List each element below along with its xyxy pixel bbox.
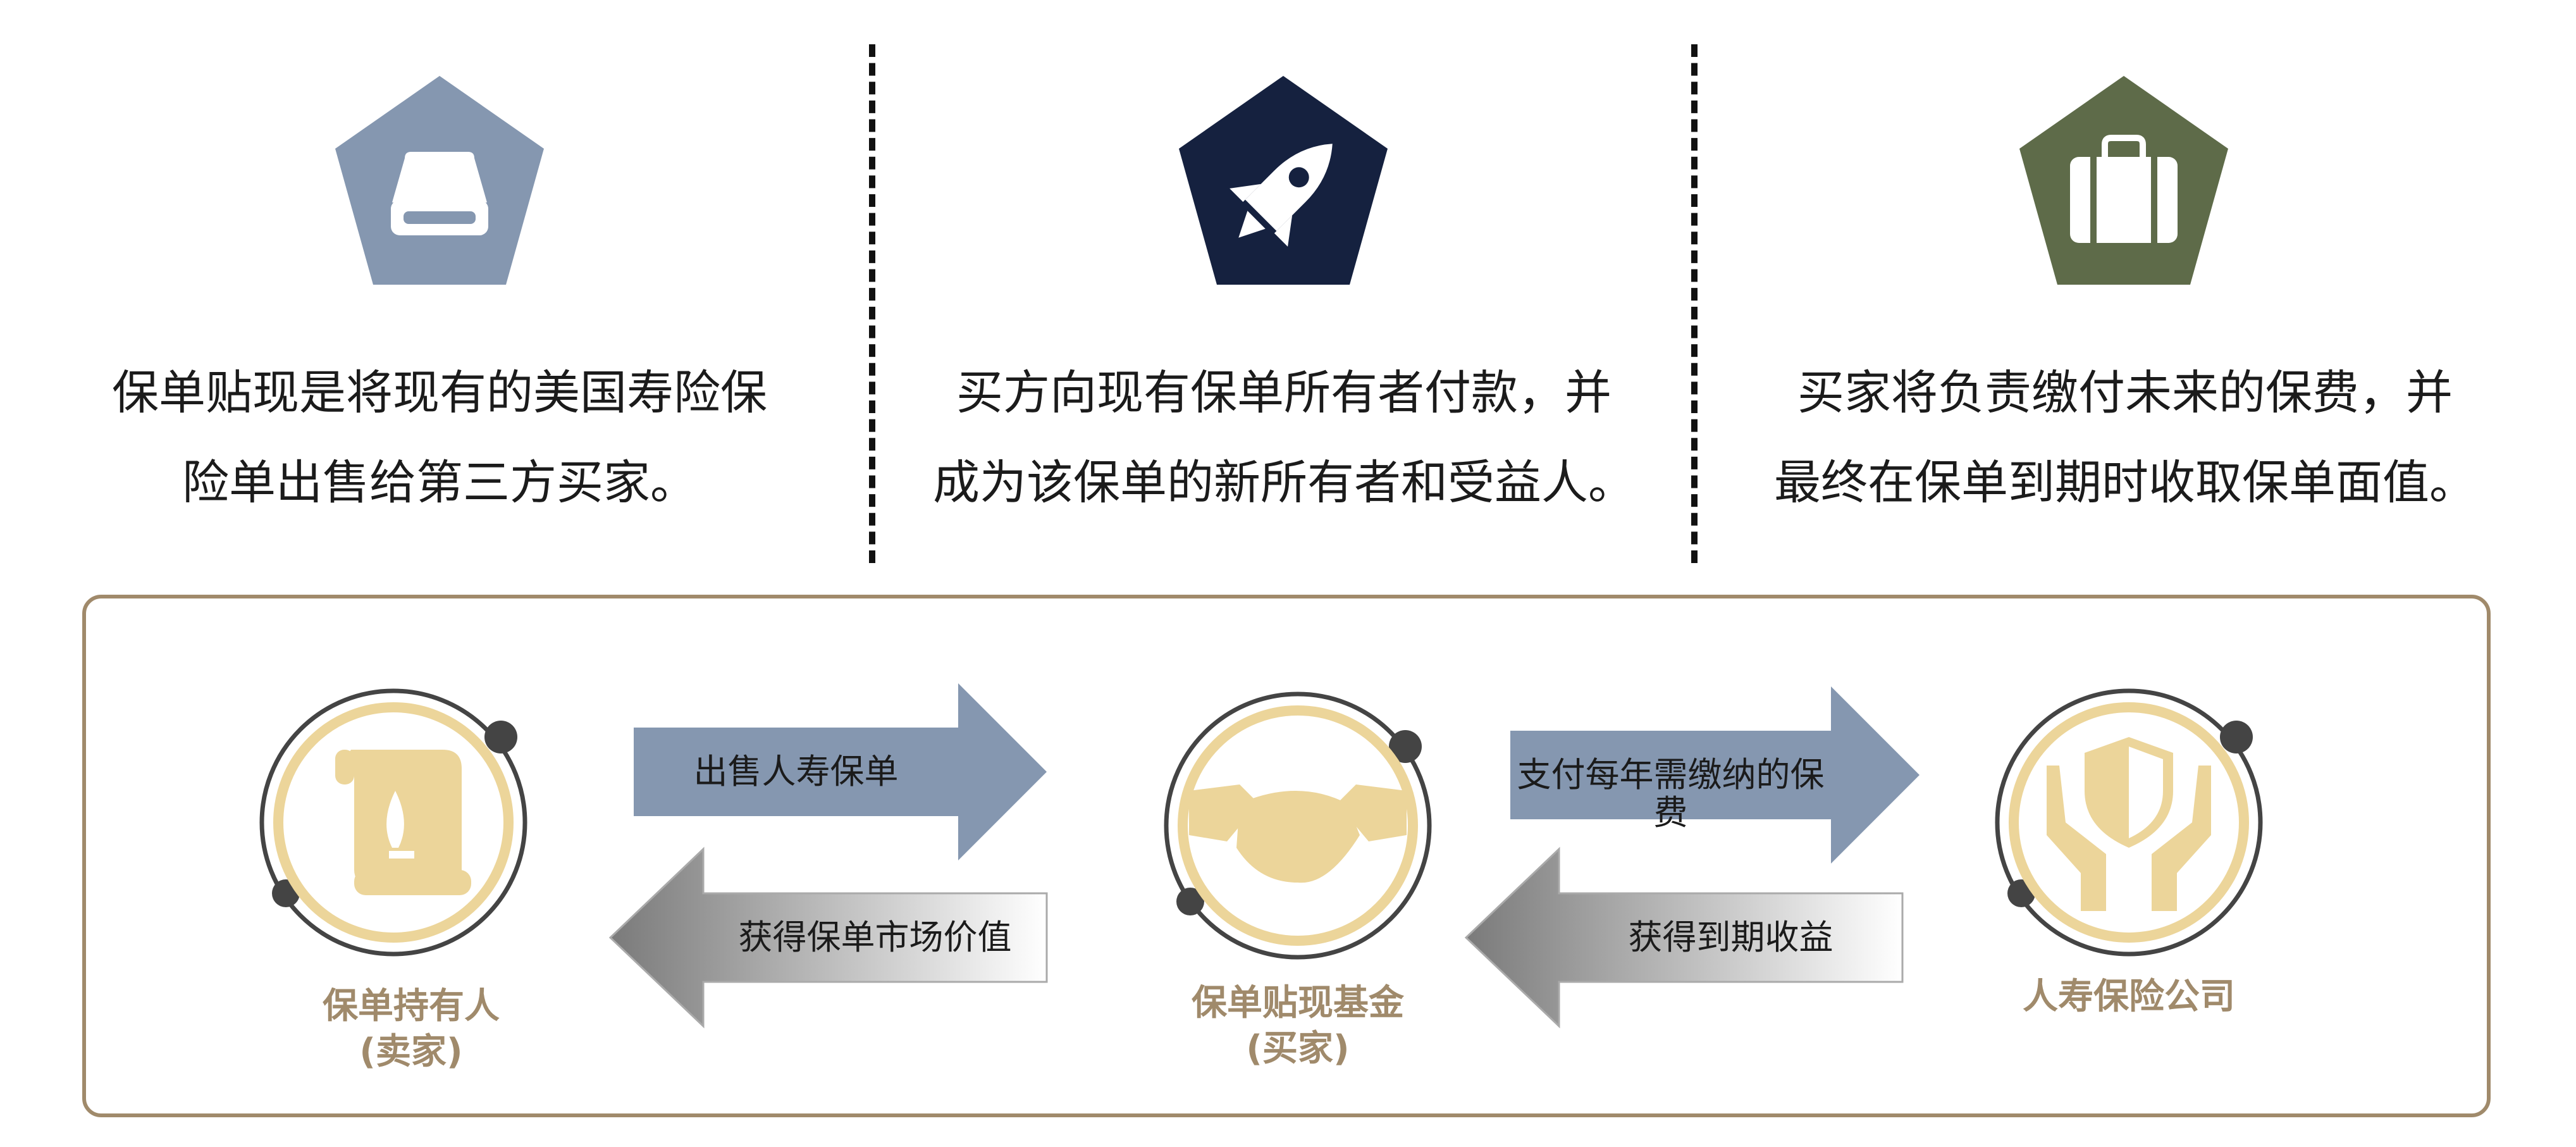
handshake-icon bbox=[1189, 784, 1407, 883]
column-divider-2 bbox=[1691, 44, 1698, 563]
column-2-line-2: 成为该保单的新所有者和受益人。 bbox=[933, 456, 1635, 510]
column-3-badge bbox=[2019, 76, 2228, 285]
node-seller-label-line-1: 保单持有人 bbox=[323, 986, 500, 1027]
arrow-market-value bbox=[608, 846, 1048, 1029]
column-1-badge bbox=[335, 76, 544, 285]
arrow-market-value-label: 获得保单市场价值 bbox=[738, 917, 1012, 957]
briefcase-icon bbox=[2070, 135, 2178, 243]
node-seller-label-line-2: (卖家) bbox=[359, 1031, 463, 1072]
node-seller bbox=[259, 688, 527, 957]
column-1-line-2: 险单出售给第三方买家。 bbox=[182, 456, 697, 510]
arrow-sell-policy bbox=[634, 683, 1047, 860]
node-seller-label: 保单持有人 (卖家) bbox=[221, 984, 601, 1075]
hands-shield-icon bbox=[2047, 737, 2211, 911]
node-fund-label-line-2: (买家) bbox=[1246, 1028, 1350, 1069]
rocket-icon bbox=[1229, 144, 1333, 247]
column-1-line-1: 保单贴现是将现有的美国寿险保 bbox=[112, 366, 767, 420]
node-insurer bbox=[1995, 688, 2263, 957]
node-insurer-label-line-1: 人寿保险公司 bbox=[2023, 976, 2235, 1017]
arrow-maturity-gain-label: 获得到期收益 bbox=[1628, 917, 1833, 957]
column-2-badge bbox=[1179, 76, 1388, 285]
drive-icon bbox=[391, 152, 488, 235]
scroll-icon bbox=[335, 750, 471, 895]
column-3-text: 买家将负责缴付未来的保费，并 最终在保单到期时收取保单面值。 bbox=[1746, 348, 2505, 528]
column-divider-1 bbox=[869, 44, 875, 563]
node-fund-label: 保单贴现基金 (买家) bbox=[1108, 981, 1488, 1072]
arrow-maturity-gain bbox=[1464, 846, 1904, 1029]
flow-container bbox=[82, 595, 2491, 1117]
node-fund-label-line-1: 保单贴现基金 bbox=[1192, 983, 1404, 1024]
arrow-pay-premium bbox=[1510, 686, 1920, 864]
arrow-pay-premium-label: 支付每年需缴纳的保费 bbox=[1517, 755, 1825, 833]
node-fund bbox=[1164, 691, 1432, 960]
column-2-line-1: 买方向现有保单所有者付款，并 bbox=[956, 366, 1612, 420]
column-2-text: 买方向现有保单所有者付款，并 成为该保单的新所有者和受益人。 bbox=[904, 348, 1663, 528]
column-1-text: 保单贴现是将现有的美国寿险保 险单出售给第三方买家。 bbox=[60, 348, 819, 528]
column-3-line-1: 买家将负责缴付未来的保费，并 bbox=[1797, 366, 2453, 420]
node-insurer-label: 人寿保险公司 bbox=[1939, 974, 2319, 1020]
column-3-line-2: 最终在保单到期时收取保单面值。 bbox=[1774, 456, 2476, 510]
arrow-sell-policy-label: 出售人寿保单 bbox=[693, 752, 899, 791]
